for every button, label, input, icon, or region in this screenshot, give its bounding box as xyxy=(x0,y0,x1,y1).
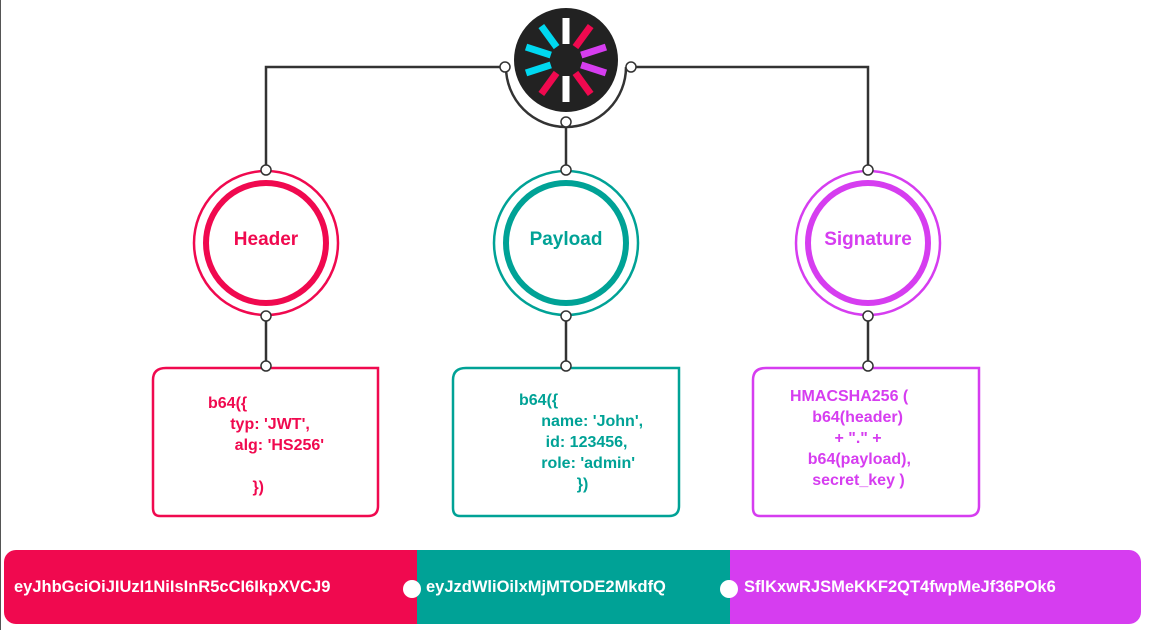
token-header-text: eyJhbGciOiJIUzI1NiIsInR5cCI6IkpXVCJ9 xyxy=(14,577,331,596)
header-card-outline xyxy=(151,366,380,518)
signature-card-outline xyxy=(751,366,981,518)
jwt-logo-icon xyxy=(504,8,628,129)
token-header-segment: eyJhbGciOiJIUzI1NiIsInR5cCI6IkpXVCJ9 xyxy=(4,550,417,624)
token-payload-text: eyJzdWliOilxMjMTODE2MkdfQ xyxy=(426,577,666,596)
payload-card-code: b64({ name: 'John', id: 123456, role: 'a… xyxy=(519,392,644,493)
header-card-code: b64({ typ: 'JWT', alg: 'HS256' }) xyxy=(208,395,325,496)
connector-lines xyxy=(264,65,870,366)
header-node xyxy=(192,169,340,317)
token-separator-dot-1 xyxy=(403,580,421,598)
token-separator-dot-2 xyxy=(720,580,738,598)
connection-points xyxy=(260,61,874,372)
connector-logo-signature xyxy=(631,65,870,170)
left-border xyxy=(0,0,1,630)
token-payload-segment: eyJzdWliOilxMjMTODE2MkdfQ xyxy=(407,550,730,624)
header-label: Header xyxy=(233,229,299,250)
signature-label: Signature xyxy=(824,229,912,250)
signature-card-code: HMACSHA256 ( b64(header) + "." + b64(pay… xyxy=(790,388,911,489)
connector-logo-header xyxy=(264,65,505,170)
token-signature-segment: SflKxwRJSMeKKF2QT4fwpMeJf36POk6 xyxy=(720,550,1141,624)
token-signature-text: SflKxwRJSMeKKF2QT4fwpMeJf36POk6 xyxy=(744,577,1056,596)
payload-card-outline xyxy=(451,366,681,518)
payload-label: Payload xyxy=(529,229,603,250)
